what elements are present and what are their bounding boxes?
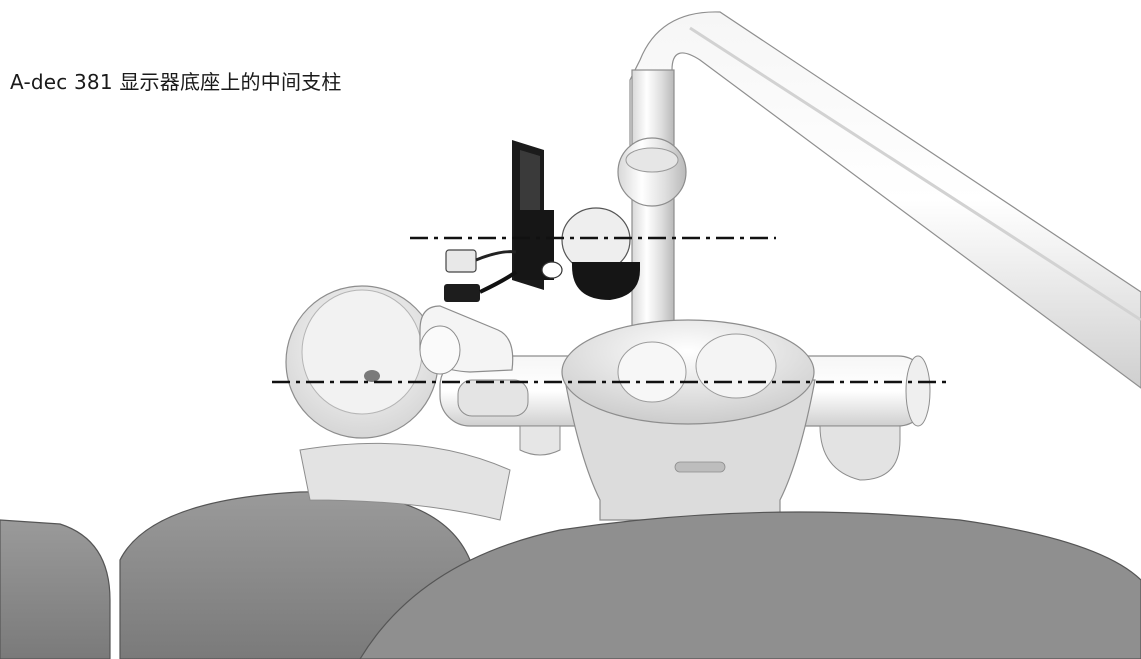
cuspidor-bowl — [285, 285, 439, 439]
center-hub — [561, 319, 816, 521]
monitor-mount-bracket — [444, 140, 640, 302]
chair-seat — [359, 511, 1141, 659]
chair-backrest — [119, 442, 511, 659]
cup-filler — [419, 305, 529, 417]
center-post-pole — [617, 69, 687, 391]
chair-headrest-left — [0, 519, 111, 659]
figure-caption: A-dec 381 显示器底座上的中间支柱 — [10, 70, 342, 94]
